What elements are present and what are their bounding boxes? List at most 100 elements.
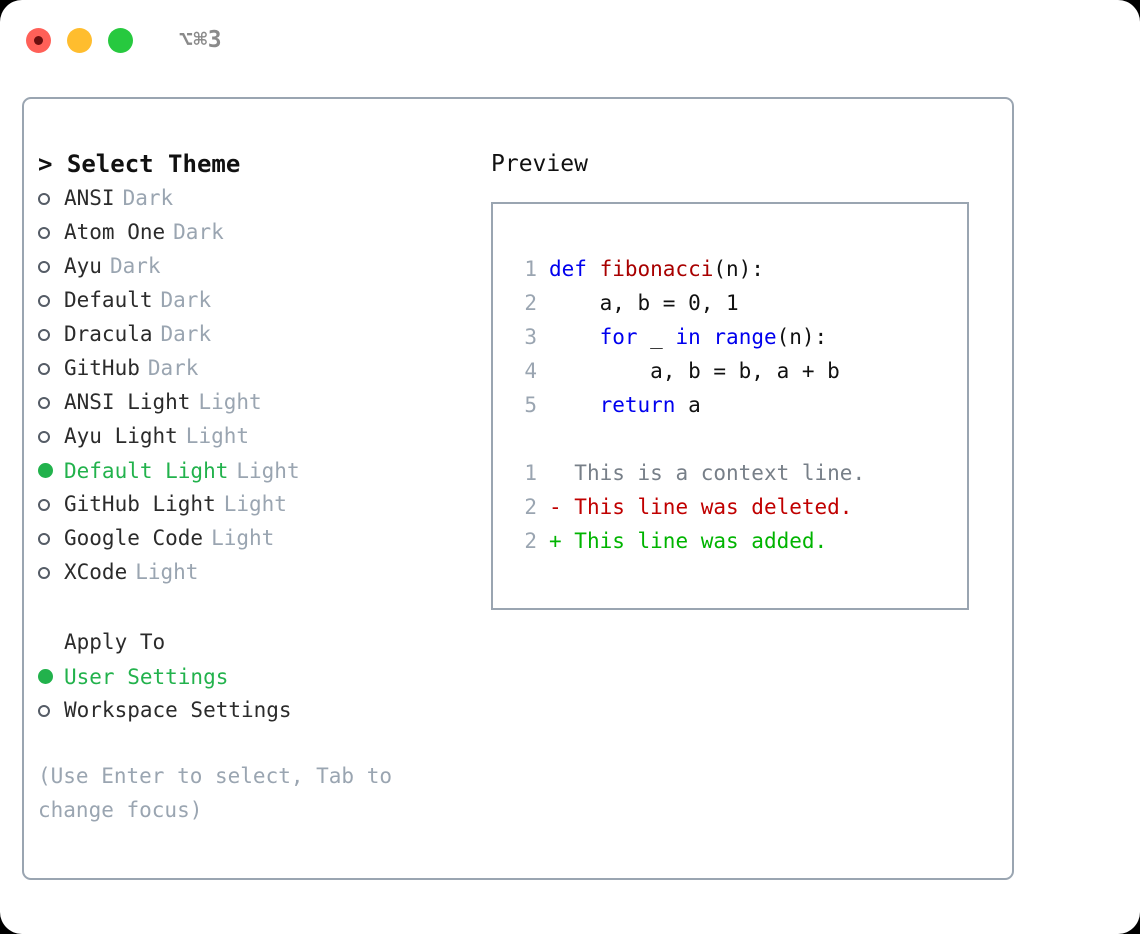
code-token-kw: for bbox=[599, 325, 638, 349]
code-token-kw: def bbox=[549, 257, 600, 281]
line-number: 4 bbox=[524, 359, 537, 383]
radio-unselected-icon bbox=[38, 329, 50, 341]
code-token-kw: in bbox=[675, 325, 701, 349]
line-number: 2 bbox=[524, 291, 537, 315]
theme-variant-label: Light bbox=[198, 390, 262, 414]
line-number: 3 bbox=[524, 325, 537, 349]
diff-line: 2- This line was deleted. bbox=[511, 490, 967, 524]
theme-list-item[interactable]: Ayu Dark bbox=[38, 249, 489, 283]
radio-unselected-icon bbox=[38, 499, 50, 511]
theme-variant-label: Light bbox=[223, 492, 287, 516]
apply-to-item[interactable]: Workspace Settings bbox=[38, 693, 489, 727]
theme-name-label: XCode bbox=[64, 560, 128, 584]
diff-marker: + bbox=[549, 529, 562, 553]
theme-name-label: Google Code bbox=[64, 526, 204, 550]
theme-name-label: Atom One bbox=[64, 220, 166, 244]
keyboard-shortcut-label: ⌥⌘3 bbox=[179, 27, 223, 53]
code-line-content: a, b = b, a + b bbox=[549, 354, 840, 388]
theme-list-item[interactable]: Default Light Light bbox=[38, 453, 489, 487]
code-token-plain: a, b = 0, 1 bbox=[549, 291, 739, 315]
minimize-button[interactable] bbox=[67, 27, 92, 53]
theme-list-item[interactable]: Default Dark bbox=[38, 283, 489, 317]
title-bar: ⌥⌘3 bbox=[0, 0, 1140, 80]
code-line: 3 for _ in range(n): bbox=[511, 320, 967, 354]
theme-radio bbox=[38, 284, 64, 318]
line-number: 5 bbox=[524, 393, 537, 417]
code-line: 2 a, b = 0, 1 bbox=[511, 286, 967, 320]
apply-to-radio bbox=[38, 659, 64, 693]
radio-unselected-icon bbox=[38, 295, 50, 307]
diff-line: 1 This is a context line. bbox=[511, 456, 967, 490]
radio-unselected-icon bbox=[38, 431, 50, 443]
diff-sample: 1 This is a context line.2- This line wa… bbox=[511, 456, 967, 558]
code-token-kw: range bbox=[713, 325, 777, 349]
radio-unselected-icon bbox=[38, 193, 50, 205]
code-token-plain: _ bbox=[637, 325, 676, 349]
theme-list-item[interactable]: Google Code Light bbox=[38, 521, 489, 555]
radio-unselected-icon bbox=[38, 705, 50, 717]
code-diff-spacer bbox=[511, 422, 967, 456]
diff-line-text: This line was deleted. bbox=[561, 495, 853, 519]
theme-variant-label: Light bbox=[185, 424, 250, 448]
diff-line-number: 1 bbox=[524, 461, 537, 485]
theme-variant-label: Light bbox=[211, 526, 275, 550]
diff-line-number: 2 bbox=[524, 529, 537, 553]
section-spacer bbox=[38, 589, 489, 625]
theme-radio bbox=[38, 216, 64, 250]
radio-unselected-icon bbox=[38, 533, 50, 545]
theme-variant-label: Light bbox=[236, 458, 300, 483]
theme-name-label: ANSI bbox=[64, 186, 115, 210]
diff-line: 2+ This line was added. bbox=[511, 524, 967, 558]
theme-variant-label: Dark bbox=[122, 186, 174, 210]
code-token-plain: a bbox=[675, 393, 701, 417]
apply-to-label: User Settings bbox=[64, 664, 229, 689]
theme-name-label: Ayu bbox=[64, 254, 102, 278]
code-line: 5 return a bbox=[511, 388, 967, 422]
theme-variant-label: Dark bbox=[109, 254, 161, 278]
theme-variant-label: Dark bbox=[160, 288, 212, 312]
theme-list-item[interactable]: Ayu Light Light bbox=[38, 419, 489, 453]
maximize-button[interactable] bbox=[108, 27, 133, 53]
diff-line-text: This is a context line. bbox=[561, 461, 866, 485]
preview-title: Preview bbox=[491, 151, 588, 177]
code-line-content: def fibonacci(n): bbox=[549, 252, 764, 286]
theme-radio bbox=[38, 352, 64, 386]
theme-name-label: Ayu Light bbox=[64, 424, 178, 448]
close-indicator-dot bbox=[34, 35, 43, 45]
keyboard-hint-text: (Use Enter to select, Tab to change focu… bbox=[38, 764, 405, 822]
radio-unselected-icon bbox=[38, 567, 50, 579]
theme-name-label: GitHub bbox=[64, 356, 140, 380]
theme-name-label: Default bbox=[64, 288, 153, 312]
code-line: 1 def fibonacci(n): bbox=[511, 252, 967, 286]
code-token-plain bbox=[701, 325, 714, 349]
theme-name-label: Default Light bbox=[64, 458, 229, 483]
code-token-plain: (n): bbox=[776, 325, 828, 349]
theme-list-item[interactable]: ANSI Dark bbox=[38, 181, 489, 215]
code-token-fn: fibonacci bbox=[599, 257, 714, 281]
theme-list-item[interactable]: ANSI Light Light bbox=[38, 385, 489, 419]
line-number: 1 bbox=[524, 257, 537, 281]
code-token-kw: return bbox=[599, 393, 676, 417]
theme-radio bbox=[38, 250, 64, 284]
theme-name-label: ANSI Light bbox=[64, 390, 191, 414]
theme-variant-label: Dark bbox=[173, 220, 224, 244]
theme-list-item[interactable]: Atom One Dark bbox=[38, 215, 489, 249]
select-theme-header: > Select Theme bbox=[38, 150, 241, 178]
close-button[interactable] bbox=[26, 27, 51, 53]
diff-line-number: 2 bbox=[524, 495, 537, 519]
diff-marker bbox=[549, 456, 562, 490]
radio-unselected-icon bbox=[38, 363, 50, 375]
apply-to-item[interactable]: User Settings bbox=[38, 659, 489, 693]
code-line-content: a, b = 0, 1 bbox=[549, 286, 739, 320]
theme-radio bbox=[38, 453, 64, 487]
code-token-plain: (n): bbox=[713, 257, 764, 281]
